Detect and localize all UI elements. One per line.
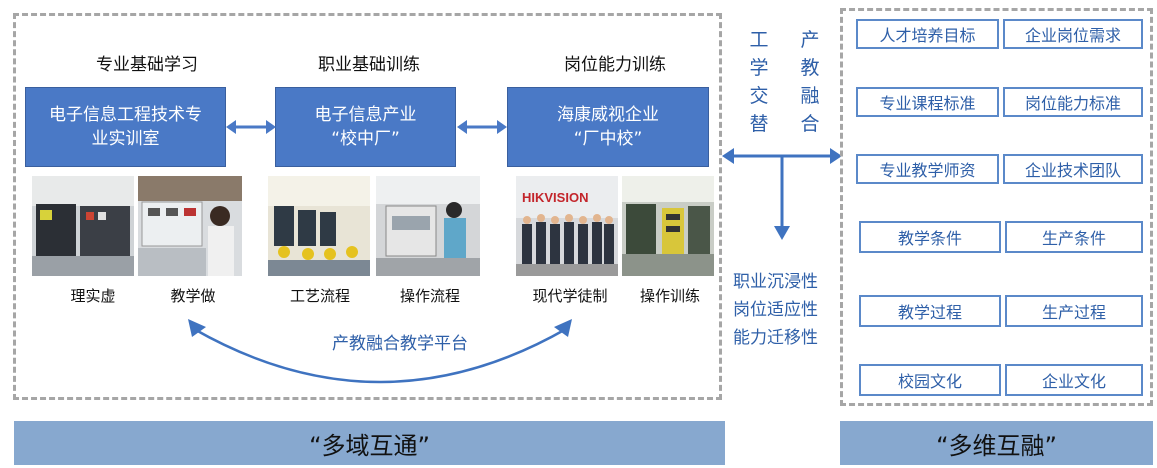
vertical-char: 交 bbox=[749, 85, 769, 107]
box-line: “厂中校” bbox=[573, 129, 643, 149]
outcome-item: 岗位适应性 bbox=[733, 300, 818, 320]
vertical-char: 教 bbox=[800, 57, 820, 79]
teaching-process-box: 教学过程 bbox=[859, 295, 1001, 327]
column-title-position-ability: 岗位能力训练 bbox=[564, 55, 666, 75]
factory-school-box: 海康威视企业 “厂中校” bbox=[507, 87, 709, 167]
vertical-char: 学 bbox=[749, 57, 769, 79]
caption-operation-training: 操作训练 bbox=[639, 287, 700, 305]
column-title-professional-basics: 专业基础学习 bbox=[96, 55, 198, 75]
campus-culture-box: 校园文化 bbox=[859, 364, 1001, 396]
box-line: 海康威视企业 bbox=[557, 105, 659, 125]
operation-photo bbox=[376, 176, 480, 276]
workshop-photo bbox=[268, 176, 370, 276]
box-line: 业实训室 bbox=[91, 129, 160, 149]
group-photo: HIKVISION bbox=[516, 176, 618, 276]
outcome-item: 职业沉浸性 bbox=[733, 272, 818, 292]
outcomes-list: 职业沉浸性 岗位适应性 能力迁移性 bbox=[733, 268, 843, 352]
talent-goal-box: 人才培养目标 bbox=[856, 19, 999, 49]
lab-equipment-photo bbox=[32, 176, 134, 276]
enterprise-culture-box: 企业文化 bbox=[1005, 364, 1143, 396]
teaching-photo bbox=[138, 176, 242, 276]
factory-floor-photo bbox=[622, 176, 714, 276]
curriculum-standard-box: 专业课程标准 bbox=[856, 87, 999, 117]
hikvision-sign: HIKVISION bbox=[522, 190, 588, 205]
work-study-alternation: 工 学 交 替 bbox=[747, 26, 771, 138]
caption-process-flow: 工艺流程 bbox=[289, 287, 350, 305]
junction-arrows-icon bbox=[722, 148, 842, 240]
tech-team-box: 企业技术团队 bbox=[1003, 154, 1143, 184]
outcome-item: 能力迁移性 bbox=[733, 328, 818, 348]
double-arrow-icon bbox=[226, 120, 276, 134]
production-condition-box: 生产条件 bbox=[1005, 221, 1143, 253]
school-factory-box: 电子信息产业 “校中厂” bbox=[275, 87, 456, 167]
column-title-vocational-basics: 职业基础训练 bbox=[318, 55, 420, 75]
box-line: 电子信息工程技术专 bbox=[49, 105, 202, 125]
enterprise-demand-box: 企业岗位需求 bbox=[1003, 19, 1143, 49]
industry-education-integration: 产 教 融 合 bbox=[798, 26, 822, 138]
multi-dimension-panel bbox=[840, 8, 1153, 406]
caption-theory-practice: 理实虚 bbox=[70, 287, 116, 305]
vertical-char: 工 bbox=[749, 29, 769, 51]
caption-apprenticeship: 现代学徒制 bbox=[532, 287, 608, 305]
vertical-char: 产 bbox=[800, 29, 820, 51]
double-arrow-icon bbox=[457, 120, 507, 134]
training-room-box: 电子信息工程技术专 业实训室 bbox=[25, 87, 226, 167]
box-line: 电子信息产业 bbox=[314, 105, 417, 125]
multi-domain-banner: “多域互通” bbox=[14, 421, 725, 465]
platform-label: 产教融合教学平台 bbox=[332, 334, 468, 354]
vertical-char: 融 bbox=[800, 85, 820, 107]
teaching-staff-box: 专业教学师资 bbox=[856, 154, 999, 184]
vertical-char: 合 bbox=[800, 113, 820, 135]
caption-operation-flow: 操作流程 bbox=[399, 287, 460, 305]
multi-domain-panel bbox=[13, 13, 722, 400]
position-standard-box: 岗位能力标准 bbox=[1003, 87, 1143, 117]
caption-teach-learn-do: 教学做 bbox=[170, 287, 216, 305]
multi-dimension-banner: “多维互融” bbox=[840, 421, 1153, 465]
box-line: “校中厂” bbox=[331, 129, 400, 149]
production-process-box: 生产过程 bbox=[1005, 295, 1143, 327]
curved-double-arrow-icon bbox=[188, 319, 572, 384]
vertical-char: 替 bbox=[749, 113, 769, 135]
teaching-condition-box: 教学条件 bbox=[859, 221, 1001, 253]
